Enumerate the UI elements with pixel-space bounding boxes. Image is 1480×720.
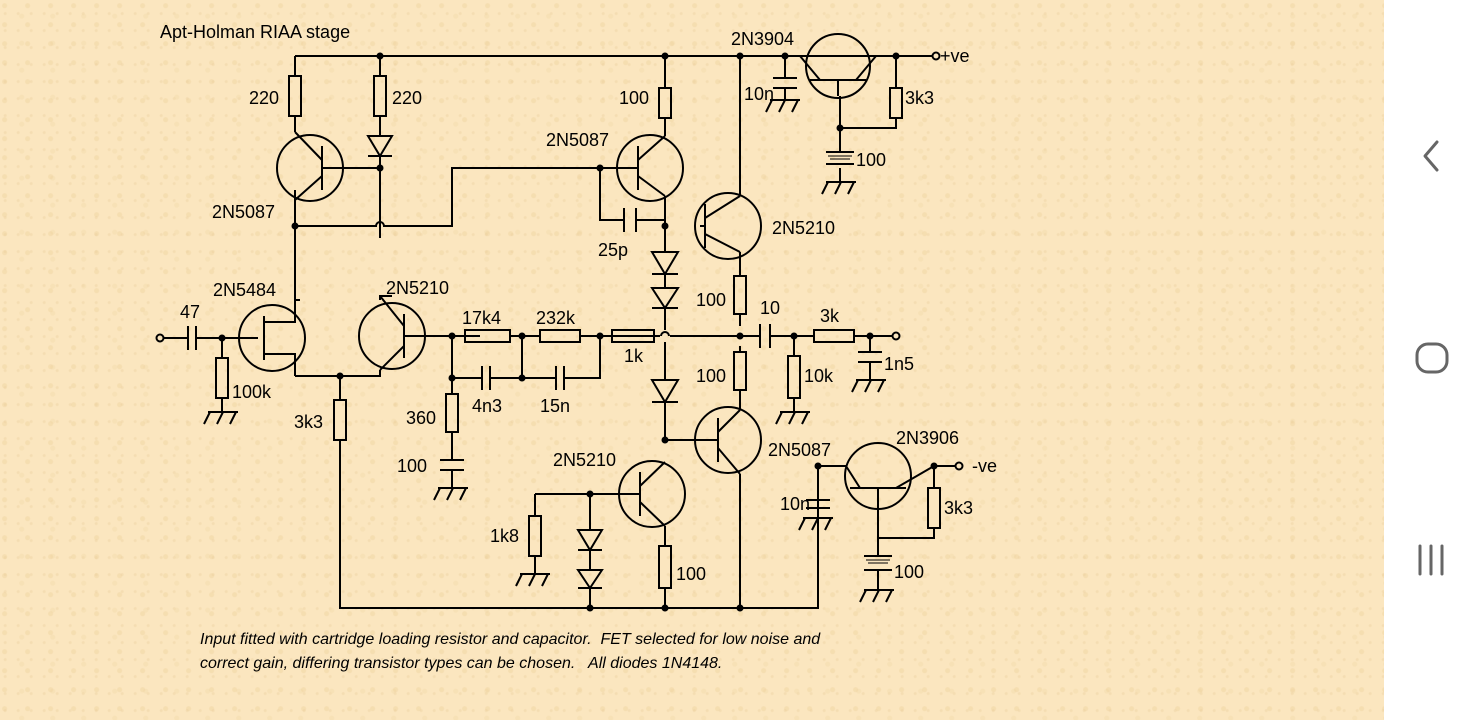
label-100-bottom: 100 bbox=[676, 564, 706, 584]
label-2n3904: 2N3904 bbox=[731, 29, 794, 49]
label-1k8: 1k8 bbox=[490, 526, 519, 546]
three-bars-recents-icon bbox=[1418, 544, 1444, 576]
label-232k: 232k bbox=[536, 308, 576, 328]
label-4n3: 4n3 bbox=[472, 396, 502, 416]
label-10n-top: 10n bbox=[744, 84, 774, 104]
label-17k4: 17k4 bbox=[462, 308, 501, 328]
label-3k3-top: 3k3 bbox=[905, 88, 934, 108]
label-25p: 25p bbox=[598, 240, 628, 260]
recents-button[interactable] bbox=[1384, 520, 1480, 600]
rounded-square-home-icon bbox=[1415, 342, 1449, 374]
label-1n5: 1n5 bbox=[884, 354, 914, 374]
label-15n: 15n bbox=[540, 396, 570, 416]
label-neg-rail: -ve bbox=[972, 456, 997, 476]
caption-line-1: Input fitted with cartridge loading resi… bbox=[200, 631, 821, 648]
label-100-upper: 100 bbox=[696, 290, 726, 310]
terminals bbox=[155, 51, 964, 471]
label-220-right: 220 bbox=[392, 88, 422, 108]
label-100-top-cap: 100 bbox=[856, 150, 886, 170]
back-button[interactable] bbox=[1384, 116, 1480, 196]
chevron-left-icon bbox=[1423, 140, 1439, 172]
label-1k: 1k bbox=[624, 346, 644, 366]
label-100-top: 100 bbox=[619, 88, 649, 108]
label-100k: 100k bbox=[232, 382, 272, 402]
label-2n5210-bottom: 2N5210 bbox=[553, 450, 616, 470]
caption: Input fitted with cartridge loading resi… bbox=[200, 628, 1100, 676]
transistors bbox=[238, 33, 935, 528]
label-2n3906: 2N3906 bbox=[896, 428, 959, 448]
label-3k3-left: 3k3 bbox=[294, 412, 323, 432]
diodes bbox=[366, 135, 680, 590]
label-2n5087-bottom: 2N5087 bbox=[768, 440, 831, 460]
label-100-left-cap: 100 bbox=[397, 456, 427, 476]
caption-line-2: correct gain, differing transistor types… bbox=[200, 655, 723, 672]
label-2n5087-mid: 2N5087 bbox=[546, 130, 609, 150]
label-pos-rail: +ve bbox=[940, 46, 970, 66]
diagram-title: Apt-Holman RIAA stage bbox=[160, 22, 350, 42]
label-220-left: 220 bbox=[249, 88, 279, 108]
label-2n5087-left: 2N5087 bbox=[212, 202, 275, 222]
label-2n5484: 2N5484 bbox=[213, 280, 276, 300]
capacitors bbox=[187, 77, 892, 571]
label-10n-bottom: 10n bbox=[780, 494, 810, 514]
resistors bbox=[215, 75, 941, 589]
polarized-cap-fills bbox=[828, 155, 890, 564]
label-2n5210-right: 2N5210 bbox=[772, 218, 835, 238]
junctions bbox=[218, 52, 938, 612]
label-360: 360 bbox=[406, 408, 436, 428]
label-3k3-bottom: 3k3 bbox=[944, 498, 973, 518]
system-navigation-bar bbox=[1384, 0, 1480, 720]
ground-symbols bbox=[203, 99, 894, 603]
label-10k: 10k bbox=[804, 366, 834, 386]
image-viewer: Apt-Holman RIAA stage 2N3904 +ve 220 220… bbox=[0, 0, 1384, 720]
label-10: 10 bbox=[760, 298, 780, 318]
label-3k: 3k bbox=[820, 306, 840, 326]
label-100-lower: 100 bbox=[696, 366, 726, 386]
riaa-schematic: Apt-Holman RIAA stage 2N3904 +ve 220 220… bbox=[155, 22, 997, 612]
label-47: 47 bbox=[180, 302, 200, 322]
label-2n5210-left: 2N5210 bbox=[386, 278, 449, 298]
home-button[interactable] bbox=[1384, 318, 1480, 398]
label-100-bottom-cap: 100 bbox=[894, 562, 924, 582]
